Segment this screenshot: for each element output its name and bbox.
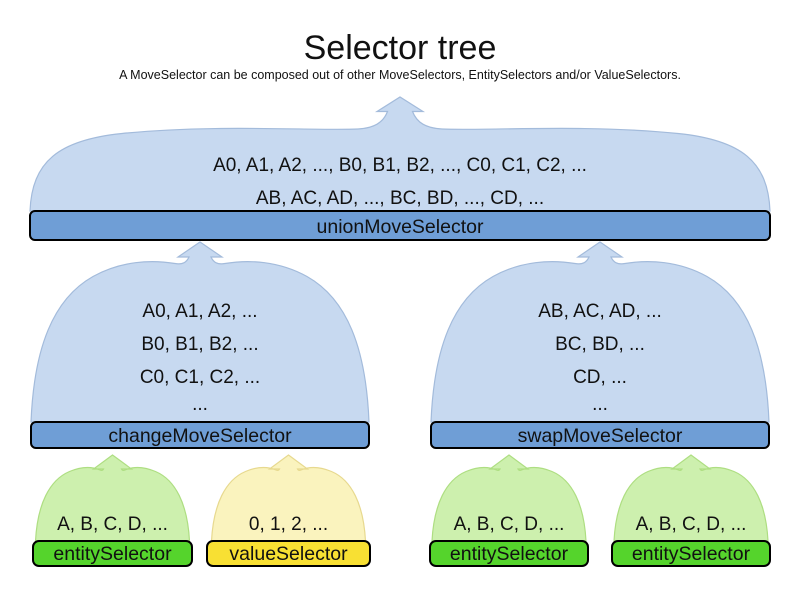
change-cloud-line-2: B0, B1, B2, ... [141, 334, 258, 355]
change-cloud-up-arrow-shape [30, 241, 370, 423]
entity-selector-3-bar [611, 540, 771, 567]
change-cloud-line-1: A0, A1, A2, ... [142, 301, 257, 322]
change-move-selector-bar [30, 421, 370, 449]
entity-selector-2-label: entitySelector [450, 543, 569, 565]
value-selector-cloud-up-arrow-shape [210, 454, 367, 542]
swap-cloud-line-4: ... [592, 394, 608, 415]
value-selector-items: 0, 1, 2, ... [249, 514, 328, 535]
entity-selector-3-label: entitySelector [632, 543, 751, 565]
union-cloud-up-arrow-shape [29, 96, 771, 212]
union-cloud-line-1: A0, A1, A2, ..., B0, B1, B2, ..., C0, C1… [213, 155, 587, 176]
union-move-selector-bar [29, 210, 771, 241]
change-move-selector-label: changeMoveSelector [108, 425, 292, 447]
value-selector-label: valueSelector [229, 543, 348, 565]
page-title: Selector tree [304, 29, 497, 67]
entity-selector-1-bar [32, 540, 193, 567]
swap-move-selector-bar [430, 421, 770, 449]
change-cloud-line-3: C0, C1, C2, ... [140, 367, 260, 388]
union-move-selector-label: unionMoveSelector [317, 216, 484, 238]
entity-selector-1-cloud-up-arrow-shape [34, 454, 191, 542]
entity-selector-2-bar [429, 540, 589, 567]
swap-cloud-line-2: BC, BD, ... [555, 334, 645, 355]
change-cloud-line-4: ... [192, 394, 208, 415]
union-cloud-line-2: AB, AC, AD, ..., BC, BD, ..., CD, ... [256, 188, 544, 209]
swap-move-selector-label: swapMoveSelector [518, 425, 683, 447]
swap-cloud-line-3: CD, ... [573, 367, 627, 388]
value-selector-bar [206, 540, 371, 567]
entity-selector-2-items: A, B, C, D, ... [454, 514, 565, 535]
entity-selector-2-cloud-up-arrow-shape [431, 454, 587, 542]
page-subtitle: A MoveSelector can be composed out of ot… [119, 68, 681, 82]
swap-cloud-up-arrow-shape [430, 241, 770, 423]
entity-selector-3-items: A, B, C, D, ... [636, 514, 747, 535]
entity-selector-3-cloud-up-arrow-shape [613, 454, 769, 542]
entity-selector-1-label: entitySelector [53, 543, 172, 565]
swap-cloud-line-1: AB, AC, AD, ... [538, 301, 662, 322]
entity-selector-1-items: A, B, C, D, ... [57, 514, 168, 535]
